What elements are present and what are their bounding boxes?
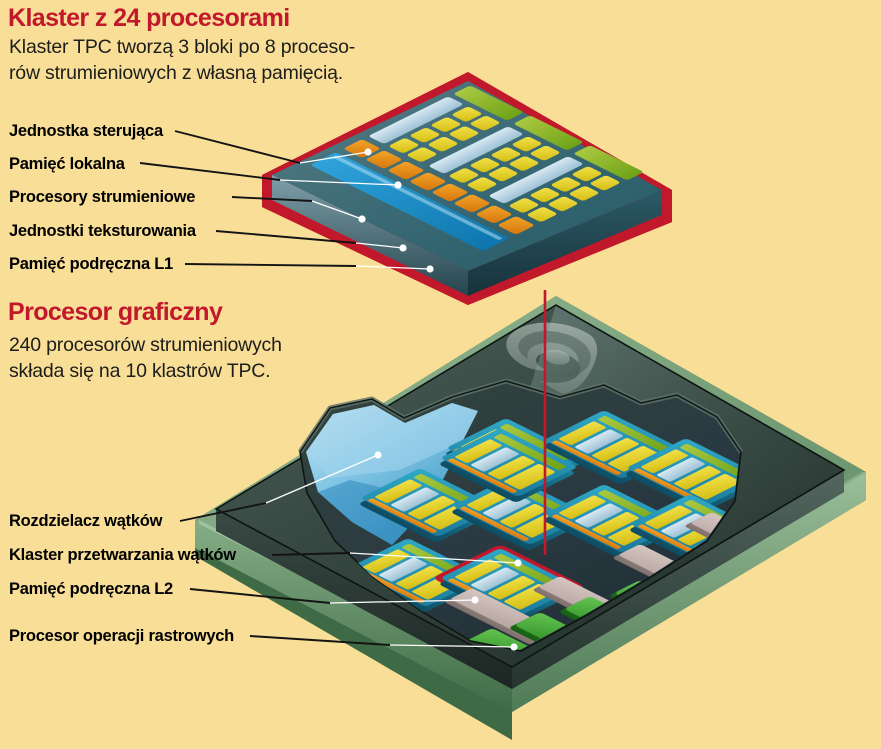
gpu-leader-lines: [179, 451, 522, 651]
tpc-cluster-diagram: [262, 72, 672, 305]
processing-block: [489, 156, 620, 222]
callout-label-control-unit: Jednostka sterująca: [9, 122, 163, 140]
tpc-cluster-block: [626, 439, 740, 512]
callout-label-tpc-cluster: Klaster przetwarzania wątków: [9, 546, 236, 564]
tpc-cluster-block: [360, 469, 496, 542]
callout-label-texture-units: Jednostki teksturowania: [9, 222, 196, 240]
l1-cache-block: [311, 152, 508, 251]
cluster-leader-lines: [139, 130, 434, 273]
cluster-contents: [311, 86, 643, 251]
die-contents: [306, 403, 740, 650]
callout-label-thread-dispatcher: Rozdzielacz wątków: [9, 512, 163, 530]
gpu-desc-line2: składa się na 10 klastrów TPC.: [9, 360, 271, 382]
cluster-desc-line1: Klaster TPC tworzą 3 bloki po 8 proceso-: [9, 36, 356, 58]
processing-block: [369, 97, 500, 162]
gpu-section-description: 240 procesorów strumieniowych składa się…: [9, 332, 282, 384]
callout-label-local-memory: Pamięć lokalna: [9, 155, 125, 173]
texture-unit-blocks: [344, 140, 534, 234]
cluster-desc-line2: rów strumieniowych z własną pamięcią.: [9, 62, 343, 84]
gpu-desc-line1: 240 procesorów strumieniowych: [9, 334, 282, 356]
callout-label-l1-cache: Pamięć podręczna L1: [9, 255, 173, 273]
tpc-cluster-block: [440, 429, 576, 502]
gpu-die-diagram: [195, 296, 866, 740]
callout-label-l2-cache: Pamięć podręczna L2: [9, 580, 173, 598]
control-unit-blocks: [454, 86, 643, 180]
callout-label-stream-processors: Procesory strumieniowe: [9, 188, 196, 206]
cluster-section-description: Klaster TPC tworzą 3 bloki po 8 proceso-…: [9, 34, 355, 86]
gpu-section-title: Procesor graficzny: [8, 298, 223, 326]
callout-label-rop: Procesor operacji rastrowych: [9, 627, 235, 645]
processing-blocks: [369, 97, 620, 222]
nvidia-logo-icon: [506, 322, 597, 395]
cluster-section-title: Klaster z 24 procesorami: [8, 4, 290, 32]
processing-block: [429, 127, 560, 192]
